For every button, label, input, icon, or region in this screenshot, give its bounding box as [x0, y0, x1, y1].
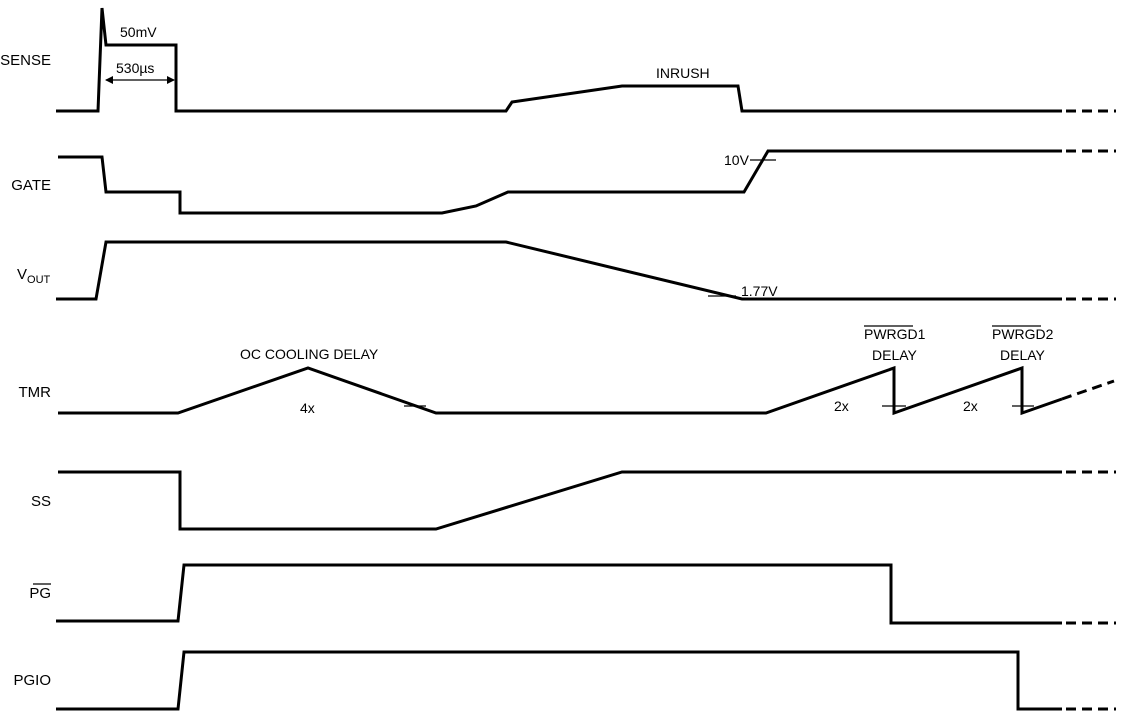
- pwrgd1-index: 1: [918, 326, 926, 342]
- pwrgd2-label: PWRGD2: [992, 326, 1054, 342]
- signal-label-sense: SENSE: [0, 52, 51, 69]
- pg-waveform: [56, 563, 1062, 625]
- oc-cooling-delay-label: OC COOLING DELAY: [240, 346, 379, 362]
- gate-level-label: 10V: [724, 152, 750, 168]
- pwrgd2-factor-label: 2x: [963, 398, 978, 414]
- pwrgd1-delay-label: DELAY: [872, 347, 918, 363]
- gate-waveform: [58, 149, 1062, 215]
- signal-label-vout: VOUT: [17, 266, 51, 286]
- signal-label-ss: SS: [31, 493, 51, 510]
- cooling-factor-label: 4x: [300, 400, 315, 416]
- pwrgd1-factor-label: 2x: [834, 398, 849, 414]
- pgio-waveform: [56, 650, 1062, 711]
- signal-label-pg: PG: [29, 585, 51, 602]
- signal-label-gate: GATE: [11, 177, 51, 194]
- ss-waveform: [58, 470, 1062, 531]
- vout-waveform: [56, 240, 1062, 301]
- pwrgd1-name: PWRGD: [864, 326, 918, 342]
- tmr-waveform: [58, 365, 1063, 416]
- inrush-label: INRUSH: [656, 65, 710, 81]
- sense-peak-label: 50mV: [120, 24, 157, 40]
- tmr-continuation: [1061, 379, 1115, 401]
- pwrgd1-label: PWRGD1: [864, 326, 926, 342]
- sense-width-label: 530µs: [116, 60, 154, 76]
- signal-label-vout-subscript: OUT: [27, 274, 51, 286]
- sense-waveform: [56, 7, 1062, 113]
- signal-label-tmr: TMR: [19, 384, 52, 401]
- pwrgd2-index: 2: [1046, 326, 1054, 342]
- pwrgd2-name: PWRGD: [992, 326, 1046, 342]
- vout-level-label: 1.77V: [741, 283, 778, 299]
- signal-label-vout-main: V: [17, 266, 27, 283]
- signal-label-pgio: PGIO: [13, 672, 51, 689]
- pwrgd2-delay-label: DELAY: [1000, 347, 1046, 363]
